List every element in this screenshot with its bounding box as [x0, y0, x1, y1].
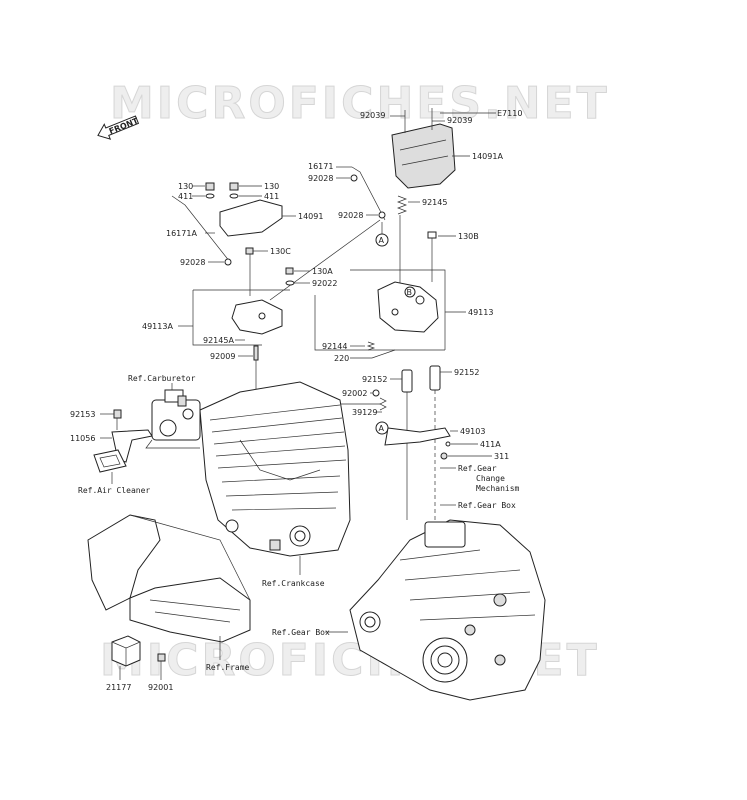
label-411-a: 411 [178, 192, 193, 201]
carburetor [145, 389, 201, 449]
watermark-top: MICROFICHES.NET [110, 78, 610, 129]
label-49113: 49113 [468, 308, 493, 317]
marker-b-upper-label: B [407, 288, 413, 297]
frame-cover [87, 514, 251, 643]
label-130-a: 130 [178, 182, 193, 191]
label-49103: 49103 [460, 427, 485, 436]
ref-air-cleaner: Ref.Air Cleaner [78, 486, 150, 495]
ref-gear-change-3: Mechanism [476, 484, 520, 493]
label-92028-a: 92028 [308, 174, 333, 183]
label-14091: 14091 [298, 212, 323, 221]
bracket-49113 [377, 281, 439, 333]
label-E7110: E7110 [497, 109, 522, 118]
crankcase [199, 381, 351, 557]
label-92152-b: 92152 [454, 368, 479, 377]
ref-frame: Ref.Frame [206, 663, 250, 672]
ref-gear-box-b: Ref.Gear Box [272, 628, 330, 637]
label-92022: 92022 [312, 279, 337, 288]
ref-gear-change-1: Ref.Gear [458, 464, 497, 473]
label-92028-b: 92028 [338, 211, 363, 220]
collar-92152-left [401, 369, 413, 393]
label-411A: 411A [480, 440, 501, 449]
label-92028-c: 92028 [180, 258, 205, 267]
label-130A: 130A [312, 267, 333, 276]
label-11056: 11056 [70, 434, 95, 443]
label-92039-a: 92039 [360, 111, 385, 120]
label-21177: 21177 [106, 683, 131, 692]
lever-49103 [384, 427, 451, 446]
relay-21177 [111, 635, 141, 667]
ref-carburetor: Ref.Carburetor [128, 374, 196, 383]
label-92009: 92009 [210, 352, 235, 361]
label-92039-b: 92039 [447, 116, 472, 125]
cover-14091 [219, 199, 283, 237]
ref-gear-change-2: Change [476, 474, 505, 483]
label-92144: 92144 [322, 342, 347, 351]
label-92002: 92002 [342, 389, 367, 398]
label-92152-a: 92152 [362, 375, 387, 384]
label-39129: 39129 [352, 408, 377, 417]
label-92001: 92001 [148, 683, 173, 692]
ref-gear-box-a: Ref.Gear Box [458, 501, 516, 510]
marker-a-lower-label: A [379, 424, 385, 433]
bracket-49113A [231, 299, 283, 335]
label-49113A: 49113A [142, 322, 173, 331]
cover-14091A [391, 123, 456, 189]
marker-a-upper-label: A [379, 236, 385, 245]
label-92145A: 92145A [203, 336, 234, 345]
label-92153: 92153 [70, 410, 95, 419]
label-311: 311 [494, 452, 509, 461]
label-130-b: 130 [264, 182, 279, 191]
ref-crankcase: Ref.Crankcase [262, 579, 325, 588]
label-220: 220 [334, 354, 349, 363]
label-16171A: 16171A [166, 229, 197, 238]
label-14091A: 14091A [472, 152, 503, 161]
collar-92152-right [429, 365, 441, 391]
label-92145: 92145 [422, 198, 447, 207]
label-411-b: 411 [264, 192, 279, 201]
label-130C: 130C [270, 247, 291, 256]
label-16171: 16171 [308, 162, 333, 171]
spring-92145 [397, 195, 407, 215]
gear-box [349, 519, 546, 701]
label-130B: 130B [458, 232, 479, 241]
